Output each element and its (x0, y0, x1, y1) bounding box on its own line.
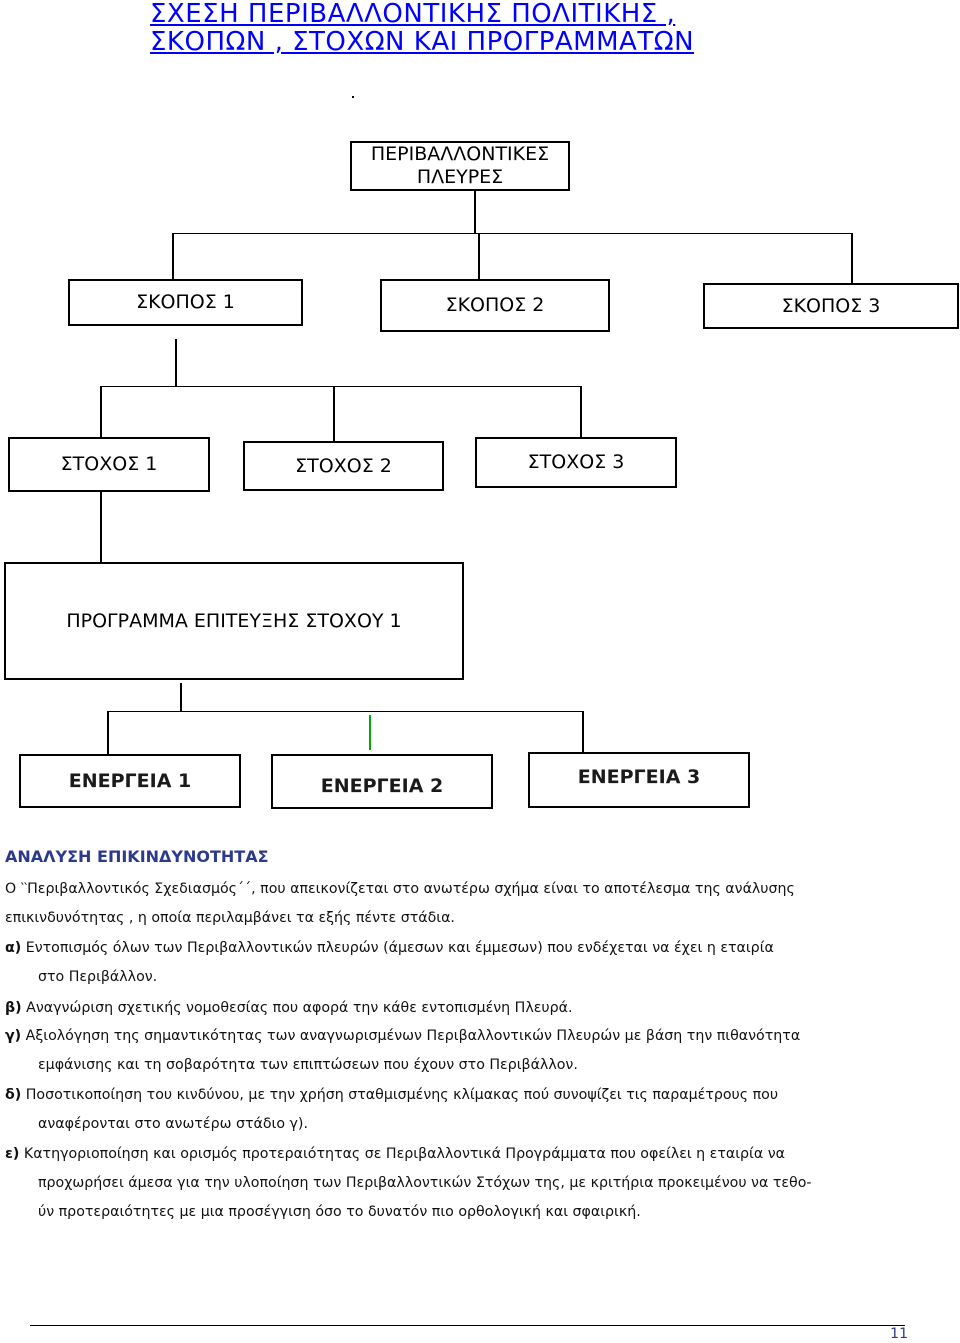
goal-box-1: ΣΚΟΠΟΣ 1 (68, 279, 303, 326)
step-d-label: δ) (5, 1087, 22, 1103)
goal-box-2: ΣΚΟΠΟΣ 2 (380, 279, 610, 332)
footer-rule (30, 1325, 905, 1326)
target-box-1: ΣΤΟΧΟΣ 1 (8, 437, 210, 492)
goal-label-3: ΣΚΟΠΟΣ 3 (781, 294, 881, 317)
connector-action-2 (369, 715, 371, 750)
step-e: ε) Κατηγοριοποίηση και ορισμός προτεραιό… (5, 1140, 960, 1227)
action-label-3: ΕΝΕΡΓΕΙΑ 3 (577, 765, 701, 788)
goal-label-1: ΣΚΟΠΟΣ 1 (136, 291, 235, 313)
step-e-line-2: προχωρήσει άμεσα για την υλοποίηση των Π… (38, 1175, 812, 1191)
step-c-line-2: εμφάνισης και τη σοβαρότητα των επιπτώσε… (38, 1057, 578, 1073)
title-line-2: ΣΚΟΠΩΝ , ΣΤΟΧΩΝ ΚΑΙ ΠΡΟΓΡΑΜΜΑΤΩΝ (150, 27, 695, 57)
connector-goal-3 (851, 233, 853, 283)
step-b: β) Αναγνώριση σχετικής νομοθεσίας που αφ… (5, 994, 960, 1023)
intro-paragraph: Ο ‵‵Περιβαλλοντικός Σχεδιασμός΄΄, που απ… (5, 875, 960, 933)
connector-target-1 (100, 386, 102, 438)
connector-goals-bar (172, 233, 852, 234)
connector-goal-1-down (175, 339, 177, 387)
page-number: 11 (890, 1326, 908, 1342)
intro-line-2: επικινδυνότητας , η οποία περιλαμβάνει τ… (5, 910, 455, 926)
connector-action-1 (107, 711, 109, 756)
step-a-line-1: Εντοπισμός όλων των Περιβαλλοντικών πλευ… (25, 940, 774, 956)
program-label: ΠΡΟΓΡΑΜΜΑ ΕΠΙΤΕΥΞΗΣ ΣΤΟΧΟΥ 1 (66, 609, 402, 632)
step-d: δ) Ποσοτικοποίηση του κινδύνου, με την χ… (5, 1081, 960, 1139)
action-label-1: ΕΝΕΡΓΕΙΑ 1 (68, 769, 192, 792)
section-heading: ΑΝΑΛΥΣΗ ΕΠΙΚΙΝΔΥΝΟΤΗΤΑΣ (5, 847, 269, 866)
step-e-line-1: Κατηγοριοποίηση και ορισμός προτεραιότητ… (23, 1146, 785, 1162)
step-d-line-1: Ποσοτικοποίηση του κινδύνου, με την χρήσ… (25, 1087, 779, 1103)
goal-label-2: ΣΚΟΠΟΣ 2 (445, 294, 545, 316)
action-label-2: ΕΝΕΡΓΕΙΑ 2 (320, 775, 444, 797)
connector-program-down (180, 683, 182, 711)
step-e-line-3: ύν προτεραιότητες με μια προσέγγιση όσο … (38, 1204, 641, 1220)
step-e-label: ε) (5, 1146, 20, 1162)
program-box: ΠΡΟΓΡΑΜΜΑ ΕΠΙΤΕΥΞΗΣ ΣΤΟΧΟΥ 1 (4, 562, 464, 680)
title-line-1: ΣΧΕΣΗ ΠΕΡΙΒΑΛΛΟΝΤΙΚΗΣ ΠΟΛΙΤΙΚΗΣ , (150, 0, 676, 29)
target-label-1: ΣΤΟΧΟΣ 1 (60, 453, 158, 475)
intro-line-1: Ο ‵‵Περιβαλλοντικός Σχεδιασμός΄΄, που απ… (5, 881, 795, 897)
connector-goal-2 (478, 233, 480, 280)
connector-target-2 (333, 386, 335, 442)
step-a-line-2: στο Περιβάλλον. (38, 969, 158, 985)
step-c-line-1: Αξιολόγηση της σημαντικότητας των αναγνω… (25, 1028, 801, 1044)
step-c-label: γ) (5, 1028, 22, 1044)
action-box-3: ΕΝΕΡΓΕΙΑ 3 (528, 752, 750, 808)
connector-target-1-down (100, 492, 102, 562)
target-label-2: ΣΤΟΧΟΣ 2 (295, 454, 392, 477)
target-label-3: ΣΤΟΧΟΣ 3 (527, 451, 625, 473)
action-box-2: ΕΝΕΡΓΕΙΑ 2 (271, 754, 493, 809)
connector-goal-1 (172, 233, 174, 280)
step-a: α) Εντοπισμός όλων των Περιβαλλοντικών π… (5, 934, 960, 992)
connector-root-down (474, 191, 476, 234)
connector-actions-bar (107, 711, 584, 712)
step-d-line-2: αναφέρονται στο ανωτέρω στάδιο γ). (38, 1116, 308, 1132)
document-title: ΣΧΕΣΗ ΠΕΡΙΒΑΛΛΟΝΤΙΚΗΣ ΠΟΛΙΤΙΚΗΣ , ΣΚΟΠΩΝ… (150, 0, 694, 56)
step-c: γ) Αξιολόγηση της σημαντικότητας των ανα… (5, 1022, 960, 1080)
step-a-label: α) (5, 940, 22, 956)
target-box-2: ΣΤΟΧΟΣ 2 (243, 441, 444, 491)
root-box: ΠΕΡΙΒΑΛΛΟΝΤΙΚΕΣ ΠΛΕΥΡΕΣ (350, 141, 570, 191)
step-b-line-1: Αναγνώριση σχετικής νομοθεσίας που αφορά… (26, 1000, 573, 1016)
goal-box-3: ΣΚΟΠΟΣ 3 (703, 283, 959, 329)
target-box-3: ΣΤΟΧΟΣ 3 (475, 437, 677, 488)
stray-dot (352, 96, 354, 98)
connector-targets-bar (100, 386, 582, 387)
action-box-1: ΕΝΕΡΓΕΙΑ 1 (19, 754, 241, 808)
step-b-label: β) (5, 1000, 22, 1016)
connector-target-3 (580, 386, 582, 438)
root-label: ΠΕΡΙΒΑΛΛΟΝΤΙΚΕΣ ΠΛΕΥΡΕΣ (370, 143, 550, 188)
connector-action-3 (582, 711, 584, 753)
